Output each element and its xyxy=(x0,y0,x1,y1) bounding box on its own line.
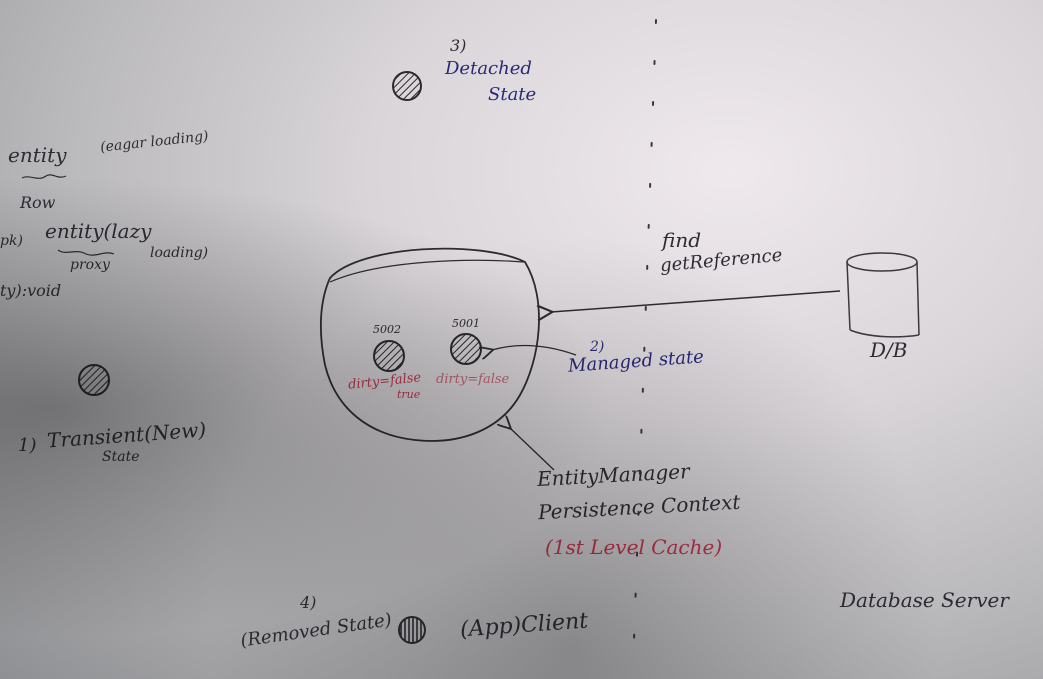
detached-number: 3) xyxy=(450,36,467,55)
note-void: ty):void xyxy=(0,281,62,300)
entity-5002-icon xyxy=(373,340,405,372)
entity-5001-icon xyxy=(450,333,482,365)
database-server-label: Database Server xyxy=(840,588,1009,612)
note-entity: entity xyxy=(8,143,67,167)
detached-state-icon xyxy=(392,71,422,101)
find-label: find xyxy=(662,228,702,252)
proxy-underline xyxy=(57,249,115,256)
transient-state-icon xyxy=(78,364,110,396)
persistence-context-bowl xyxy=(319,247,540,442)
note-lazy-loading: loading) xyxy=(150,245,209,261)
entity-5002-id: 5002 xyxy=(373,323,401,336)
transient-state-text: State xyxy=(102,449,140,465)
cache-label: (1st Level Cache) xyxy=(545,535,723,559)
note-row: Row xyxy=(20,193,56,212)
database-cylinder-icon xyxy=(846,252,920,338)
managed-number: 2) xyxy=(590,339,605,355)
detached-label: Detached xyxy=(445,58,532,79)
entity-5001-dirty: dirty=false xyxy=(436,372,510,387)
note-proxy: proxy xyxy=(70,257,110,273)
note-entity-lazy: entity(lazy xyxy=(45,219,152,243)
bowl-rim xyxy=(329,259,525,283)
removed-number: 4) xyxy=(300,593,317,612)
db-label: D/B xyxy=(870,338,908,362)
entity-underline xyxy=(21,174,67,179)
managed-state-pointer xyxy=(492,344,577,355)
removed-state-icon xyxy=(398,616,426,644)
entity-5002-dirty-sub: true xyxy=(397,388,421,401)
detached-state-text: State xyxy=(488,84,537,105)
entity-5001-id: 5001 xyxy=(452,317,480,330)
transient-number: 1) xyxy=(18,435,37,456)
find-arrow xyxy=(551,290,841,312)
note-pk: pk) xyxy=(0,233,23,249)
entity-manager-pointer xyxy=(510,428,555,471)
